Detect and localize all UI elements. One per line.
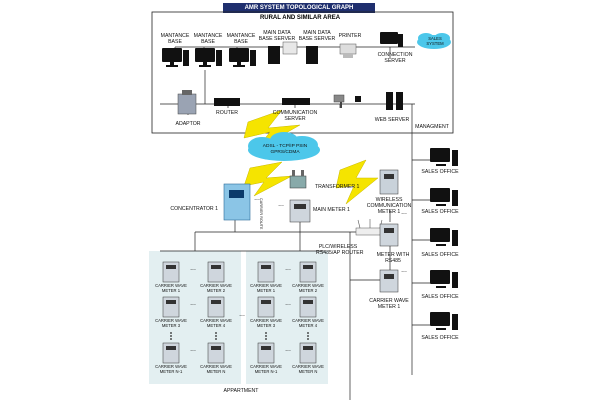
sales-office-label-2: SALES OFFICE — [421, 209, 459, 215]
apt-left-meter-4: CARRIER WAVE METER 4 — [200, 318, 232, 328]
apt-ellipsis-mid: ... — [239, 311, 245, 318]
server-label-3: MANTANCE BASE — [226, 33, 256, 45]
diagram-title: AMR SYSTEM TOPOLOGICAL GRAPH — [223, 3, 375, 13]
apt-right-meter-5: CARRIER WAVE METER N-1 — [250, 364, 282, 374]
sales-cloud-label: SALES SYSTEM — [426, 36, 444, 46]
web-server-label: WEB SERVER — [374, 117, 410, 123]
sales-office-label-3: SALES OFFICE — [421, 252, 459, 258]
apt-right-meter-1: CARRIER WAVE METER 1 — [250, 283, 282, 293]
apt-ellipsis-2: ... — [190, 300, 196, 307]
apt-left-meter-3: CARRIER WAVE METER 3 — [155, 318, 187, 328]
server-label-6: PRINTER — [338, 33, 362, 39]
server-label-5: MAIN DATA BASE SERVER — [298, 30, 336, 42]
server-label-4: MAIN DATA BASE SERVER — [258, 30, 296, 42]
carrier-wave-meter-right-label: CARRIER WAVE METER 1 — [369, 298, 409, 310]
apt-left-meter-2: CARRIER WAVE METER 2 — [200, 283, 232, 293]
server-label-7: CONNECTION SERVER — [377, 52, 413, 64]
apt-ellipsis-3: ... — [190, 346, 196, 353]
meter-rs485-label: METER WITH RS485 — [376, 252, 410, 264]
apt-ellipsis-6: ... — [285, 346, 291, 353]
apt-right-meter-3: CARRIER WAVE METER 3 — [250, 318, 282, 328]
apt-right-meter-4: CARRIER WAVE METER 4 — [292, 318, 324, 328]
sales-office-label-5: SALES OFFICE — [421, 335, 459, 341]
sales-office-label-1: SALES OFFICE — [421, 169, 459, 175]
carrier-route-label: CARRIER ROUTE — [259, 198, 263, 230]
apartment-label: APPARTMENT — [223, 388, 259, 394]
apt-ellipsis-5: ... — [285, 300, 291, 307]
concentrator-label: CONCENTRATOR 1 — [170, 206, 218, 212]
diagram-subtitle: RURAL AND SIMILAR AREA — [259, 15, 341, 21]
right-ellipsis-1: ... — [401, 209, 407, 216]
network-cloud-icon — [248, 132, 320, 161]
router-label: ROUTER — [216, 110, 238, 116]
wireless-meter-label: WIRELESS COMMUNICATION METER 1 — [366, 197, 412, 215]
communication-server-label: COMMUNICATION SERVER — [272, 110, 318, 122]
apt-left-meter-6: CARRIER WAVE METER N — [200, 364, 232, 374]
apt-ellipsis-1: ... — [190, 265, 196, 272]
transformer-label: TRANSFORMER 1 — [315, 184, 360, 190]
server-label-2: MANTANCE BASE — [193, 33, 223, 45]
concentrator-ellipsis: ... — [254, 195, 260, 202]
main-meter-label: MAIN METER 1 — [313, 207, 350, 213]
apt-ellipsis-4: ... — [285, 265, 291, 272]
plc-router-label: PLC/WIRELESS RS485/AP ROUTER — [316, 244, 364, 256]
apt-left-meter-5: CARRIER WAVE METER N-1 — [155, 364, 187, 374]
apt-left-meter-1: CARRIER WAVE METER 1 — [155, 283, 187, 293]
main-meter-ellipsis: ... — [278, 201, 284, 208]
sales-cloud-icon — [417, 33, 451, 49]
management-label: MANAGMENT — [415, 124, 449, 130]
adaptor-label: ADAPTOR — [175, 121, 201, 127]
sales-office-label-4: SALES OFFICE — [421, 294, 459, 300]
apt-right-meter-6: CARRIER WAVE METER N — [292, 364, 324, 374]
apt-right-meter-2: CARRIER WAVE METER 2 — [292, 283, 324, 293]
right-ellipsis-2: ... — [401, 267, 407, 274]
network-cloud-label: ADSL - TCP/IP PSIN GPRS/CDMA — [262, 144, 308, 155]
server-label-1: MANTANCE BASE — [160, 33, 190, 45]
